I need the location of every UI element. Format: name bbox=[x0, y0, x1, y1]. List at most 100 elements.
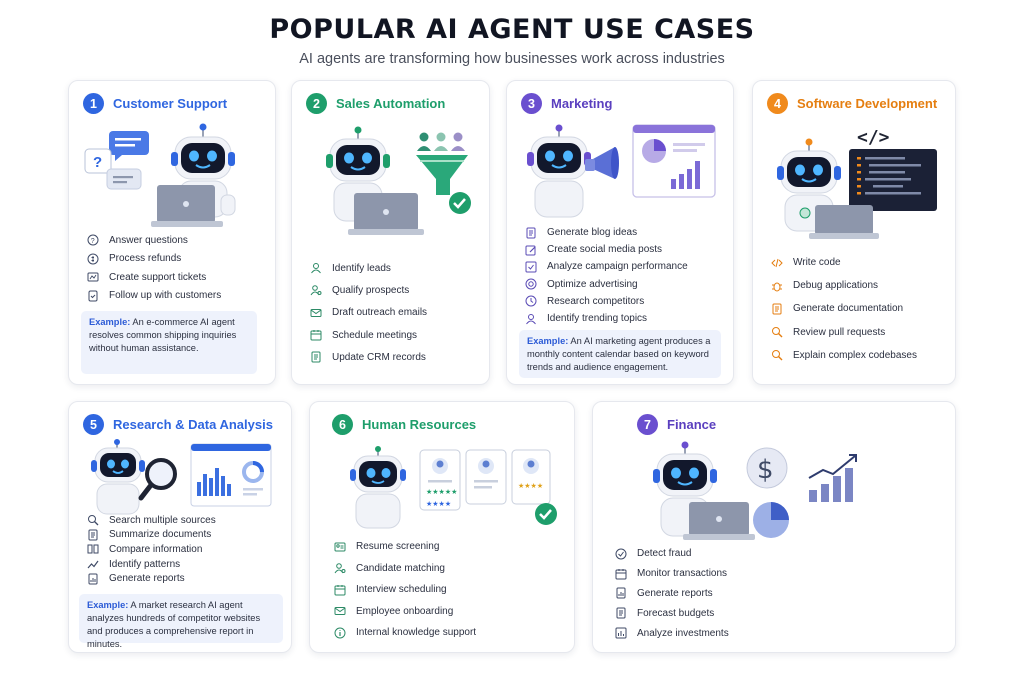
card-software-development: 4 Software Development </> Write code De… bbox=[752, 80, 956, 385]
list-item-label: Follow up with customers bbox=[109, 290, 222, 302]
list-item-label: Forecast budgets bbox=[637, 607, 715, 619]
card-header: 1 Customer Support bbox=[83, 93, 267, 114]
list-item-label: Detect fraud bbox=[637, 548, 692, 560]
card-number-badge: 2 bbox=[306, 93, 327, 114]
list-item-label: Qualify prospects bbox=[332, 284, 410, 296]
list-item-label: Debug applications bbox=[793, 280, 879, 292]
list-item-label: Search multiple sources bbox=[109, 514, 216, 526]
use-case-list: Search multiple sources Summarize docume… bbox=[87, 513, 281, 586]
list-item-label: Write code bbox=[793, 257, 841, 269]
card-title: Marketing bbox=[551, 96, 613, 111]
list-item-label: Process refunds bbox=[109, 253, 182, 265]
list-item: Review pull requests bbox=[771, 321, 945, 344]
example-label: Example: bbox=[527, 336, 569, 346]
document-icon bbox=[87, 529, 99, 541]
list-item-label: Answer questions bbox=[109, 234, 188, 246]
list-item: Optimize advertising bbox=[525, 276, 723, 293]
list-item-label: Internal knowledge support bbox=[356, 627, 477, 639]
list-item: Resume screening bbox=[334, 536, 564, 558]
search-icon bbox=[87, 514, 99, 526]
list-item-label: Generate reports bbox=[637, 587, 713, 599]
list-item-label: Identify patterns bbox=[109, 558, 181, 570]
list-item: Monitor transactions bbox=[615, 564, 945, 584]
card-title: Research & Data Analysis bbox=[113, 417, 273, 432]
list-item: Research competitors bbox=[525, 293, 723, 310]
list-item: Search multiple sources bbox=[87, 513, 281, 528]
svg-text:?: ? bbox=[93, 154, 102, 171]
list-item-label: Draft outreach emails bbox=[332, 307, 428, 319]
list-item-label: Interview scheduling bbox=[356, 584, 447, 596]
list-item: Identify leads bbox=[310, 257, 479, 279]
card-research-data-analysis: 5 Research & Data Analysis Search multip… bbox=[68, 401, 292, 653]
card-title: Sales Automation bbox=[336, 96, 446, 111]
list-item: Generate reports bbox=[615, 584, 945, 604]
list-item-label: Candidate matching bbox=[356, 562, 445, 574]
finance-robot-illustration: $ bbox=[653, 441, 857, 540]
mail-icon bbox=[334, 605, 346, 617]
sales-robot-illustration bbox=[326, 126, 471, 235]
list-item-label: Generate documentation bbox=[793, 303, 904, 315]
list-item-label: Resume screening bbox=[356, 541, 440, 553]
list-item: ?Answer questions bbox=[87, 231, 265, 250]
refund-coin-icon bbox=[87, 253, 99, 265]
mail-icon bbox=[310, 307, 322, 319]
example-text: A market research AI agent analyzes hund… bbox=[87, 600, 261, 649]
list-item: Generate documentation bbox=[771, 297, 945, 320]
marketing-robot-illustration bbox=[527, 124, 716, 218]
ticket-icon bbox=[87, 271, 99, 283]
svg-text:★★★★: ★★★★ bbox=[426, 500, 451, 508]
calendar-icon bbox=[334, 584, 346, 596]
magnifier-icon bbox=[771, 349, 783, 361]
hr-robot-illustration: ★★★★★ ★★★★ ★★★★ bbox=[350, 446, 557, 529]
list-item-label: Generate blog ideas bbox=[547, 227, 638, 239]
target-icon bbox=[525, 278, 537, 290]
list-item: Qualify prospects bbox=[310, 279, 479, 301]
document-icon bbox=[615, 607, 627, 619]
list-item-label: Monitor transactions bbox=[637, 568, 728, 580]
card-number-badge: 5 bbox=[83, 414, 104, 435]
card-number-badge: 3 bbox=[521, 93, 542, 114]
magnifier-icon bbox=[771, 326, 783, 338]
user-search-icon bbox=[310, 284, 322, 296]
card-number-badge: 6 bbox=[332, 414, 353, 435]
example-text: An AI marketing agent produces a monthly… bbox=[527, 336, 711, 372]
report-icon bbox=[87, 573, 99, 585]
card-header: 5 Research & Data Analysis bbox=[83, 414, 283, 435]
list-item: Schedule meetings bbox=[310, 324, 479, 346]
card-customer-support: 1 Customer Support ? ?Answer questions P… bbox=[68, 80, 276, 385]
example-box: Example: An e-commerce AI agent resolves… bbox=[81, 311, 257, 374]
report-icon bbox=[615, 587, 627, 599]
list-item: Candidate matching bbox=[334, 558, 564, 580]
list-item-label: Research competitors bbox=[547, 295, 645, 307]
use-case-list: Generate blog ideas Create social media … bbox=[525, 224, 723, 327]
list-item-label: Identify trending topics bbox=[547, 313, 648, 325]
list-item: Debug applications bbox=[771, 274, 945, 297]
user-icon bbox=[525, 313, 537, 325]
list-item-label: Update CRM records bbox=[332, 351, 426, 363]
list-item: Detect fraud bbox=[615, 544, 945, 564]
list-item: Write code bbox=[771, 251, 945, 274]
card-number-badge: 7 bbox=[637, 414, 658, 435]
check-chart-icon bbox=[525, 261, 537, 273]
chart-icon bbox=[615, 627, 627, 639]
card-header: 6 Human Resources bbox=[332, 414, 566, 435]
card-number-badge: 1 bbox=[83, 93, 104, 114]
list-item: Forecast budgets bbox=[615, 603, 945, 623]
list-item: Interview scheduling bbox=[334, 579, 564, 601]
list-item-label: Compare information bbox=[109, 543, 203, 555]
card-header: 2 Sales Automation bbox=[306, 93, 481, 114]
list-item: Update CRM records bbox=[310, 346, 479, 368]
svg-text:★★★★★: ★★★★★ bbox=[426, 488, 457, 496]
page-title: POPULAR AI AGENT USE CASES bbox=[269, 14, 755, 45]
card-header: 3 Marketing bbox=[521, 93, 725, 114]
list-item: Create support tickets bbox=[87, 268, 265, 287]
developer-robot-illustration: </> bbox=[777, 127, 937, 239]
list-item: Generate blog ideas bbox=[525, 224, 723, 241]
clock-search-icon bbox=[525, 295, 537, 307]
use-case-list: Write code Debug applications Generate d… bbox=[771, 251, 945, 367]
support-robot-illustration: ? bbox=[84, 123, 236, 227]
list-item: Identify patterns bbox=[87, 557, 281, 572]
edit-icon bbox=[525, 244, 537, 256]
use-case-list: ?Answer questions Process refunds Create… bbox=[87, 231, 265, 305]
list-item: Generate reports bbox=[87, 571, 281, 586]
